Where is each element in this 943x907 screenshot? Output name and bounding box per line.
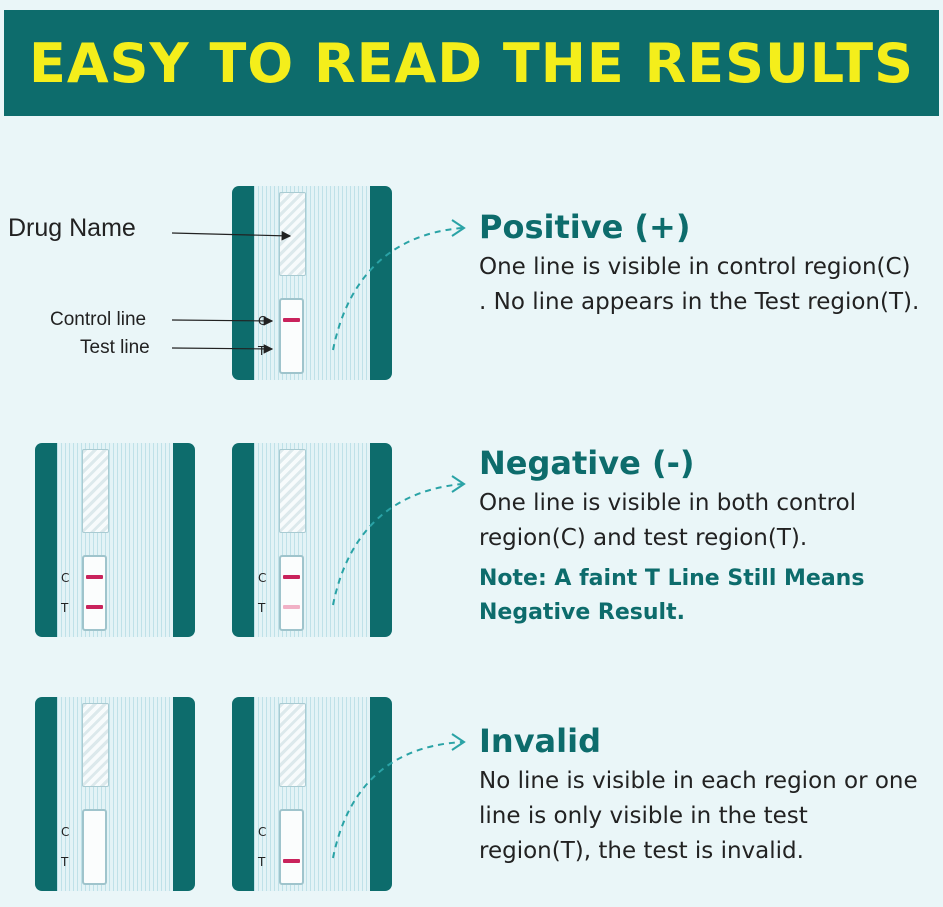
test-line-pointer [171, 344, 274, 354]
control-line-pointer [171, 316, 274, 326]
negative-title: Negative (-) [479, 444, 695, 482]
chevron-right-icon [451, 733, 466, 751]
positive-title: Positive (+) [479, 208, 691, 246]
result-window [82, 555, 107, 631]
drug-label-window [82, 449, 109, 533]
drug-label-window [279, 703, 306, 787]
test-cassette-positive: C T [232, 186, 392, 380]
control-region-label: C [258, 825, 267, 839]
positive-description: One line is visible in control region(C)… [479, 254, 920, 315]
invalid-title: Invalid [479, 722, 601, 760]
test-region-label: T [258, 855, 266, 869]
drug-label-window [82, 703, 109, 787]
test-region-label: T [258, 344, 266, 358]
result-window [279, 555, 304, 631]
result-window [279, 809, 304, 885]
negative-callout: Negative (-) One line is visible in both… [479, 444, 924, 630]
positive-callout: Positive (+) One line is visible in cont… [479, 208, 924, 320]
negative-note: Note: A faint T Line Still Means Negativ… [479, 566, 865, 625]
cassette-face [57, 697, 173, 891]
test-cassette-negative-2: C T [232, 443, 392, 637]
invalid-connector [332, 741, 463, 859]
control-line-mark [283, 318, 300, 322]
cassette-face [254, 186, 370, 380]
control-region-label: C [61, 825, 70, 839]
drug-label-window [279, 449, 306, 533]
chevron-right-icon [451, 475, 466, 493]
cassette-face [254, 443, 370, 637]
drug-name-pointer [171, 230, 292, 241]
positive-connector [332, 227, 463, 351]
control-region-label: C [258, 571, 267, 585]
test-line-mark [283, 859, 300, 863]
faint-test-line-mark [283, 605, 300, 609]
control-line-mark [283, 575, 300, 579]
test-region-label: T [258, 601, 266, 615]
control-region-label: C [61, 571, 70, 585]
negative-connector [332, 483, 463, 606]
test-cassette-negative-1: C T [35, 443, 195, 637]
test-line-mark [86, 605, 103, 609]
chevron-right-icon [451, 219, 466, 237]
page-title: EASY TO READ THE RESULTS [28, 31, 915, 95]
cassette-face [57, 443, 173, 637]
invalid-callout: Invalid No line is visible in each regio… [479, 722, 924, 869]
header-banner: EASY TO READ THE RESULTS [4, 10, 939, 116]
drug-name-annotation: Drug Name [8, 214, 136, 242]
result-window [279, 298, 304, 374]
test-line-annotation: Test line [80, 337, 150, 358]
test-region-label: T [61, 855, 69, 869]
cassette-face [254, 697, 370, 891]
test-region-label: T [61, 601, 69, 615]
result-window [82, 809, 107, 885]
control-line-mark [86, 575, 103, 579]
invalid-description: No line is visible in each region or one… [479, 768, 918, 864]
negative-description: One line is visible in both control regi… [479, 490, 857, 551]
control-line-annotation: Control line [50, 309, 147, 330]
test-cassette-invalid-2: C T [232, 697, 392, 891]
test-cassette-invalid-1: C T [35, 697, 195, 891]
